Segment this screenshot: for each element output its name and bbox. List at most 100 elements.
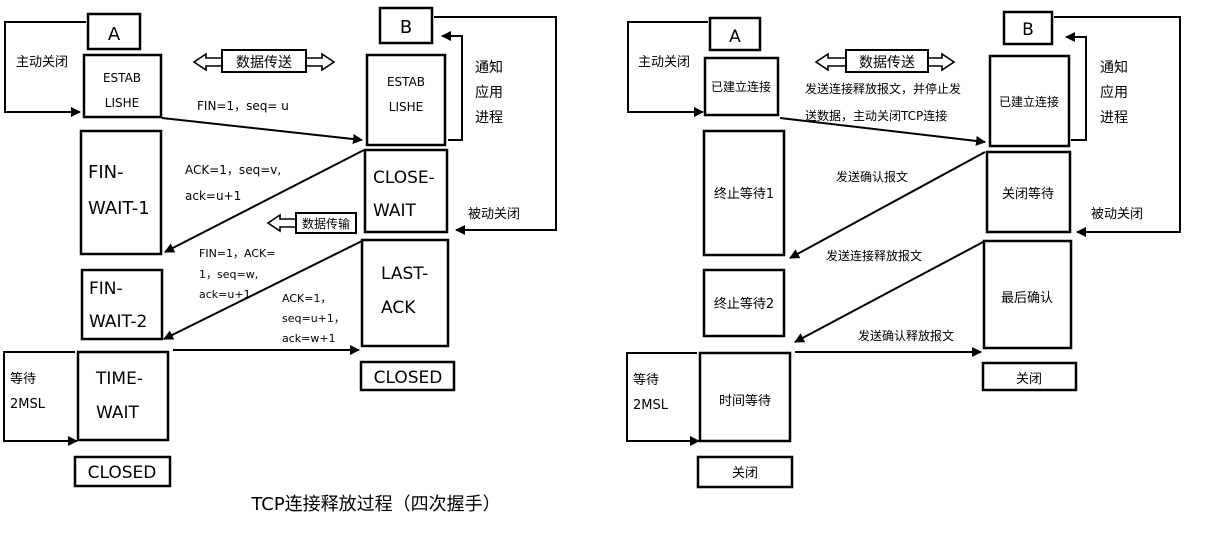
right-double-arrow-left bbox=[814, 52, 847, 72]
left-msg3-line2: 1，seq=w, bbox=[199, 268, 258, 281]
left-a-estab-line1: ESTAB bbox=[103, 71, 141, 85]
left-data-transfer-top-box bbox=[221, 49, 307, 73]
right-msg3-text: 发送连接释放报文 bbox=[826, 248, 922, 263]
right-last-ack-text: 最后确认 bbox=[1001, 291, 1053, 306]
left-msg3-arrow bbox=[163, 239, 365, 340]
diagram-caption: TCP连接释放过程（四次握手） bbox=[250, 494, 500, 515]
left-notify-loop bbox=[444, 35, 463, 141]
left-a-estab-line2: LISHE bbox=[105, 96, 139, 110]
left-a-estab-box bbox=[82, 53, 163, 119]
right-notify-loop bbox=[1068, 36, 1087, 141]
left-time-wait-line1: TIME- bbox=[95, 369, 143, 389]
right-msg2-arrow bbox=[789, 151, 986, 259]
right-msg1-arrow bbox=[779, 117, 986, 146]
left-msg2-arrow bbox=[164, 149, 365, 253]
right-notify-line1: 通知 bbox=[1100, 59, 1128, 76]
left-passive-close-loop bbox=[434, 16, 557, 231]
left-msg4-line2: seq=u+1， bbox=[282, 312, 345, 325]
left-b-estab-box bbox=[365, 53, 447, 147]
left-double-arrow-right bbox=[305, 52, 336, 72]
right-msg3-arrow bbox=[794, 240, 986, 343]
left-closed-b-text: CLOSED bbox=[374, 368, 443, 388]
left-closed-b-box bbox=[359, 360, 456, 392]
right-last-ack-box bbox=[982, 239, 1073, 350]
right-2msl-line2: 2MSL bbox=[633, 398, 669, 413]
right-b-estab-box bbox=[988, 54, 1071, 148]
left-close-wait-line1: CLOSE- bbox=[373, 168, 435, 188]
right-a-estab-text: 已建立连接 bbox=[711, 79, 771, 94]
right-passive-close-loop bbox=[1054, 16, 1181, 233]
right-fin-wait-2-text: 终止等待2 bbox=[714, 296, 774, 312]
left-fin-wait-2-line2: WAIT-2 bbox=[89, 312, 147, 332]
right-fin-wait-1-text: 终止等待1 bbox=[714, 186, 774, 202]
left-2msl-line1: 等待 bbox=[10, 371, 36, 387]
right-fin-wait-1-box bbox=[702, 129, 786, 257]
right-2msl-loop bbox=[626, 352, 697, 442]
right-msg1-line2: 送数据，主动关闭TCP连接 bbox=[805, 108, 947, 123]
right-host-a-label: A bbox=[729, 27, 741, 47]
left-time-wait-box bbox=[76, 350, 170, 442]
right-b-estab-text: 已建立连接 bbox=[999, 94, 1059, 109]
left-last-ack-line2: ACK bbox=[381, 298, 416, 318]
left-msg1-arrow bbox=[161, 117, 363, 144]
left-active-close-loop bbox=[4, 21, 86, 113]
left-data-transfer-mid-text: 数据传输 bbox=[302, 216, 350, 231]
right-time-wait-box bbox=[698, 351, 792, 443]
right-active-close-text: 主动关闭 bbox=[638, 55, 690, 70]
left-last-ack-line1: LAST- bbox=[381, 264, 428, 284]
right-close-wait-text: 关闭等待 bbox=[1002, 186, 1054, 202]
left-diagram: A B 主动关闭 数据传送 ESTAB LISHE ESTAB LISHE 通知… bbox=[3, 6, 557, 488]
left-fin-wait-1-line1: FIN- bbox=[88, 162, 124, 183]
left-host-b-label: B bbox=[400, 17, 412, 38]
right-time-wait-text: 时间等待 bbox=[719, 393, 771, 409]
left-last-ack-box bbox=[360, 238, 450, 348]
left-msg1-text: FIN=1，seq= u bbox=[197, 99, 289, 113]
right-host-a-box bbox=[708, 16, 762, 52]
left-msg3-line1: FIN=1，ACK= bbox=[199, 247, 275, 260]
right-closed-a-text: 关闭 bbox=[732, 466, 758, 481]
left-fin-wait-2-line1: FIN- bbox=[89, 279, 123, 299]
left-host-b-box bbox=[378, 6, 434, 45]
left-data-transfer-top-text: 数据传送 bbox=[236, 55, 292, 71]
right-fin-wait-2-box bbox=[702, 268, 786, 338]
left-time-wait-line2: WAIT bbox=[96, 403, 140, 423]
right-close-wait-box bbox=[985, 150, 1072, 234]
left-data-transfer-mid-box bbox=[295, 212, 357, 234]
left-b-estab-line1: ESTAB bbox=[387, 75, 425, 89]
left-close-wait-line2: WAIT bbox=[373, 201, 417, 221]
right-passive-close-text: 被动关闭 bbox=[1091, 207, 1143, 222]
left-closed-a-text: CLOSED bbox=[88, 463, 157, 483]
right-closed-b-text: 关闭 bbox=[1016, 372, 1042, 387]
left-2msl-loop bbox=[3, 351, 75, 442]
left-notify-line2: 应用 bbox=[475, 84, 503, 101]
left-b-estab-line2: LISHE bbox=[389, 100, 423, 114]
left-2msl-line2: 2MSL bbox=[10, 397, 46, 412]
left-msg2-line1: ACK=1，seq=v, bbox=[185, 163, 281, 177]
left-closed-a-box bbox=[73, 455, 172, 488]
left-msg4-line3: ack=w+1 bbox=[282, 332, 336, 345]
left-host-a-label: A bbox=[108, 24, 121, 45]
right-host-b-label: B bbox=[1022, 20, 1034, 40]
right-notify-line2: 应用 bbox=[1100, 84, 1128, 101]
left-fin-wait-2-box bbox=[80, 268, 164, 341]
left-data-transfer-mid-arrow bbox=[266, 213, 297, 233]
right-msg4-text: 发送确认释放报文 bbox=[858, 328, 954, 343]
right-msg2-text: 发送确认报文 bbox=[836, 169, 908, 184]
left-notify-line3: 进程 bbox=[475, 110, 503, 126]
right-data-transfer-top-text: 数据传送 bbox=[859, 55, 915, 71]
left-fin-wait-1-box bbox=[79, 129, 163, 256]
right-msg1-line1: 发送连接释放报文，并停止发 bbox=[805, 81, 961, 96]
left-active-close-text: 主动关闭 bbox=[16, 55, 68, 70]
right-a-estab-box bbox=[703, 56, 780, 117]
left-passive-close-text: 被动关闭 bbox=[468, 207, 520, 222]
left-msg2-line2: ack=u+1 bbox=[185, 189, 241, 203]
right-diagram: A B 主动关闭 数据传送 已建立连接 已建立连接 通知 应用 进程 被动关闭 … bbox=[626, 10, 1181, 489]
right-active-close-loop bbox=[627, 21, 708, 113]
left-close-wait-box bbox=[363, 148, 449, 234]
left-msg3-line3: ack=u+1 bbox=[199, 288, 251, 301]
right-closed-b-box bbox=[981, 361, 1078, 392]
right-notify-line3: 进程 bbox=[1100, 110, 1128, 126]
right-double-arrow-right bbox=[927, 52, 956, 72]
left-host-a-box bbox=[86, 12, 142, 51]
